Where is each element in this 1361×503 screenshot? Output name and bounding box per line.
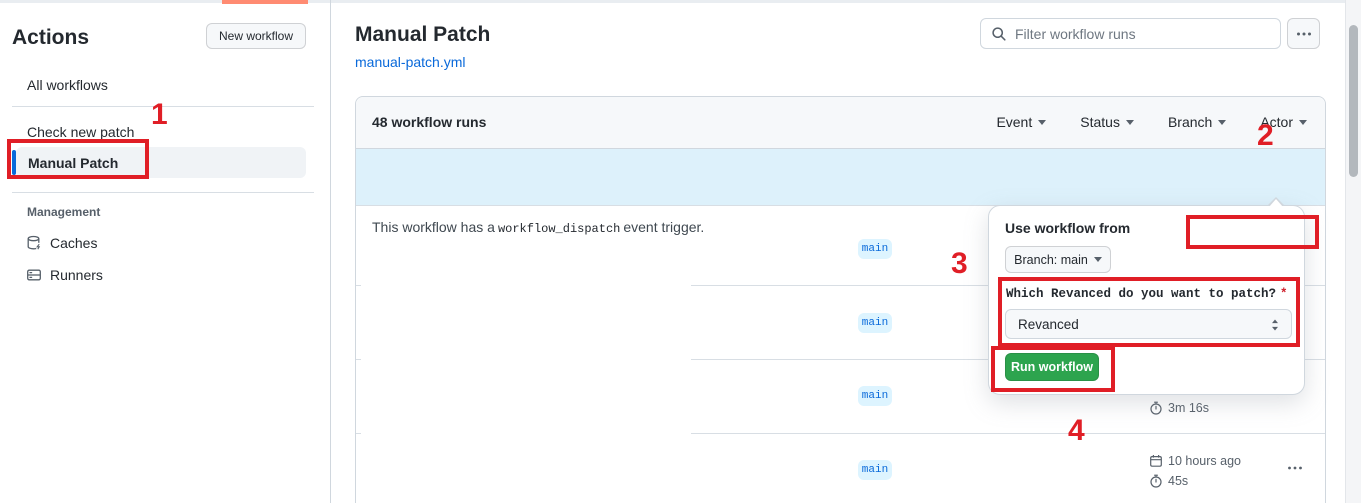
branch-badge[interactable]: main <box>858 313 892 333</box>
run-duration: 3m 16s <box>1149 401 1209 415</box>
dialog-heading: Use workflow from <box>1005 220 1131 236</box>
annotation-step1: 1 <box>151 98 168 131</box>
filter-runs-searchbox[interactable] <box>980 18 1281 49</box>
top-accent-fragment <box>222 0 308 4</box>
management-section-header: Management <box>27 205 101 219</box>
filter-branch-label: Branch <box>1167 114 1213 130</box>
annotation-step4: 4 <box>1068 414 1085 447</box>
chevron-down-icon <box>1299 119 1307 125</box>
required-asterisk: * <box>1280 287 1288 301</box>
sidebar-divider <box>330 0 331 503</box>
sidebar-item-manual-patch[interactable] <box>16 147 306 178</box>
sidebar-item-manual-patch-label: Manual Patch <box>28 155 119 171</box>
top-border <box>0 0 1361 3</box>
branch-badge[interactable]: main <box>858 239 892 259</box>
runs-count: 48 workflow runs <box>372 114 487 130</box>
run-workflow-submit-label: Run workflow <box>1011 360 1093 374</box>
duration-text: 3m 16s <box>1168 401 1209 415</box>
scrollbar-thumb[interactable] <box>1349 25 1358 177</box>
sidebar-item-caches[interactable]: Caches <box>26 235 97 251</box>
filter-status-label: Status <box>1080 114 1120 130</box>
select-updown-icon <box>1272 319 1278 331</box>
filter-event[interactable]: Event <box>996 114 1047 130</box>
calendar-icon <box>1150 455 1162 467</box>
row-divider <box>356 433 361 434</box>
runners-icon <box>26 267 42 283</box>
stopwatch-icon <box>1150 401 1162 415</box>
header-kebab-button[interactable] <box>1287 18 1320 49</box>
sidebar-item-label: Caches <box>50 235 98 251</box>
sidebar-divider-line <box>12 192 314 193</box>
branch-selector-button[interactable]: Branch: main <box>1005 246 1111 273</box>
runs-card-header: 48 workflow runs Event Status Branch Act… <box>356 97 1325 149</box>
duration-text: 45s <box>1168 474 1189 488</box>
dialog-caret <box>1269 199 1283 207</box>
banner-code: workflow_dispatch <box>497 222 621 236</box>
search-icon <box>992 26 1006 41</box>
annotation-step2: 2 <box>1257 119 1274 152</box>
workflow-input-label: Which Revanced do you want to patch?* <box>1006 287 1288 301</box>
selected-item-accent-bar <box>12 150 16 175</box>
branch-badge[interactable]: main <box>858 386 892 406</box>
sidebar-item-check-new-patch[interactable]: Check new patch <box>27 124 135 140</box>
new-workflow-button[interactable]: New workflow <box>206 23 306 49</box>
page-title: Manual Patch <box>355 23 491 46</box>
sidebar-title: Actions <box>12 26 90 49</box>
revanced-select[interactable]: Revanced <box>1005 309 1292 339</box>
sidebar-item-label: Runners <box>50 267 103 283</box>
banner-text-after: event trigger. <box>623 219 705 235</box>
chevron-down-icon <box>1218 119 1227 125</box>
run-started-time: 10 hours ago <box>1149 454 1241 468</box>
chevron-down-icon <box>1093 257 1102 262</box>
annotation-box-step2 <box>1186 215 1319 249</box>
filter-actor-label: Actor <box>1260 114 1293 130</box>
input-label-text: Which Revanced do you want to patch? <box>1006 287 1277 301</box>
row-divider <box>691 433 1325 434</box>
chevron-down-icon <box>1125 119 1134 125</box>
filter-status[interactable]: Status <box>1080 114 1134 130</box>
branch-selector-label: Branch: main <box>1014 252 1088 267</box>
filter-actor[interactable]: Actor <box>1260 114 1307 130</box>
run-workflow-submit-button[interactable]: Run workflow <box>1005 353 1099 381</box>
row-divider <box>356 285 361 286</box>
new-workflow-label: New workflow <box>218 29 293 43</box>
run-row-kebab-button[interactable] <box>1279 459 1311 477</box>
sidebar-item-all-workflows[interactable]: All workflows <box>27 77 108 93</box>
started-text: 10 hours ago <box>1168 454 1241 468</box>
kebab-icon <box>1288 466 1302 470</box>
filter-event-label: Event <box>996 114 1033 130</box>
chevron-down-icon <box>1038 119 1047 125</box>
run-duration: 45s <box>1149 474 1188 488</box>
banner-text-before: This workflow has a <box>372 219 495 235</box>
sidebar-divider-line <box>12 106 314 107</box>
row-divider <box>356 359 361 360</box>
stopwatch-icon <box>1150 474 1162 488</box>
search-input[interactable] <box>1015 25 1280 42</box>
workflow-file-link[interactable]: manual-patch.yml <box>355 54 466 70</box>
kebab-icon <box>1296 32 1311 35</box>
sidebar-item-runners[interactable]: Runners <box>26 267 103 283</box>
branch-badge[interactable]: main <box>858 460 892 480</box>
cache-icon <box>26 235 42 251</box>
annotation-step3: 3 <box>951 247 968 280</box>
select-value: Revanced <box>1018 316 1079 332</box>
filter-branch[interactable]: Branch <box>1167 114 1227 130</box>
run-filters: Event Status Branch Actor <box>996 114 1307 130</box>
